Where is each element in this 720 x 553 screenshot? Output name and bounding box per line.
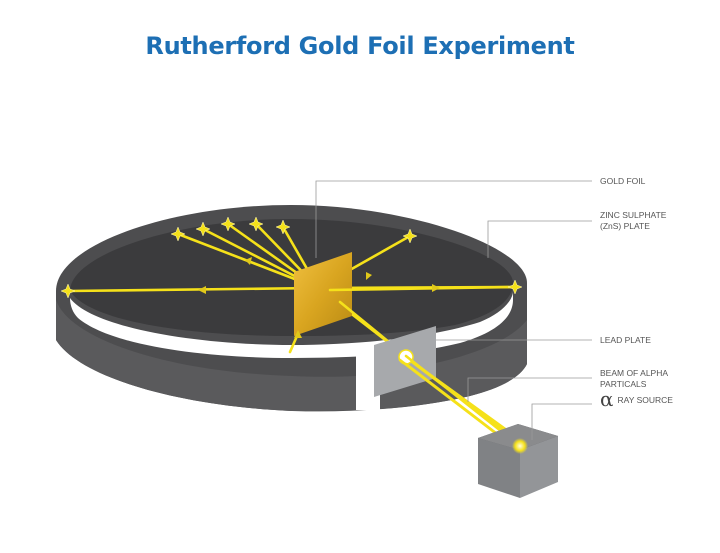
label-zinc-line1: ZINC SULPHATE	[600, 210, 667, 220]
label-beam-line2: PARTICALS	[600, 379, 647, 389]
ray-source-box	[478, 424, 558, 498]
ring-front-band-mid	[292, 376, 356, 411]
ray	[66, 286, 320, 293]
label-lead-plate: LEAD PLATE	[600, 335, 651, 345]
label-beam-alpha: BEAM OF ALPHA PARTICALS	[600, 368, 668, 390]
zinc-sulphate-ring	[56, 205, 527, 412]
page-title: Rutherford Gold Foil Experiment	[145, 32, 575, 60]
source-glow	[512, 438, 528, 454]
ring-front-band-right	[380, 320, 527, 409]
label-zinc-line2: (ZnS) PLATE	[600, 221, 650, 231]
gold-foil	[294, 252, 352, 336]
leader-lines	[315, 180, 592, 440]
ray-source-text: RAY SOURCE	[617, 395, 673, 405]
ray	[328, 285, 517, 292]
label-gold-foil: GOLD FOIL	[600, 176, 646, 186]
flash-star-icon	[60, 216, 523, 299]
ring-front-band	[56, 300, 292, 411]
label-zinc-sulphate: ZINC SULPHATE (ZnS) PLATE	[600, 210, 666, 232]
alpha-symbol: α	[600, 387, 614, 411]
arrow-head-icon	[198, 257, 440, 338]
label-beam-line1: BEAM OF ALPHA	[600, 368, 669, 378]
